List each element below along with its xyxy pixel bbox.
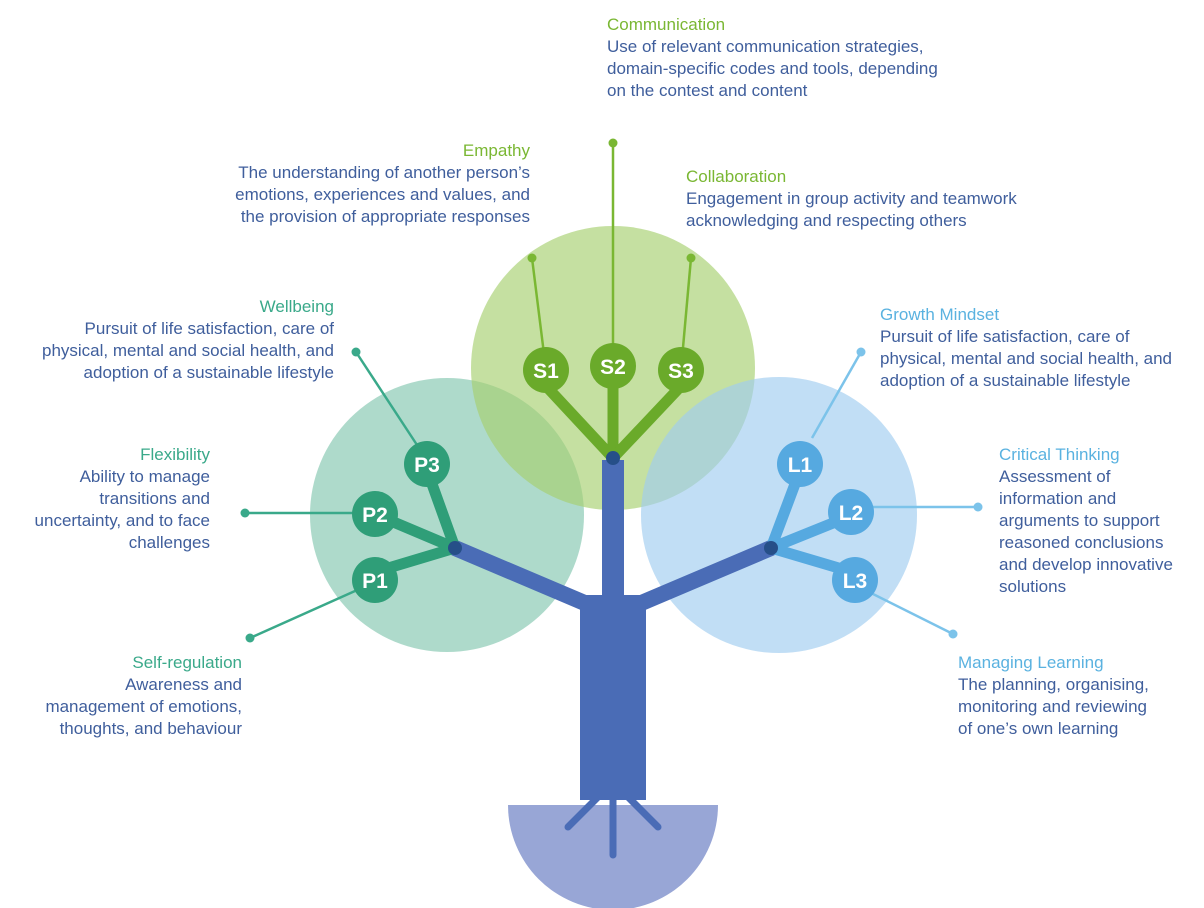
junction-learning [764, 541, 778, 555]
empathy-line: The understanding of another person’s [238, 163, 530, 182]
flexibility-title: Flexibility [140, 445, 210, 464]
managing-learning-line: monitoring and reviewing [958, 697, 1147, 716]
wellbeing-block: Wellbeing Pursuit of life satisfaction, … [4, 296, 334, 384]
critical-thinking-line: Assessment of [999, 467, 1111, 486]
critical-thinking-title: Critical Thinking [999, 445, 1120, 464]
critical-thinking-line: solutions [999, 577, 1067, 596]
node-l1: L1 [777, 441, 823, 487]
communication-line: on the contest and content [607, 81, 808, 100]
flexibility-line: transitions and [99, 489, 210, 508]
social-branches [540, 374, 687, 464]
critical-thinking-line: and develop innovative [999, 555, 1173, 574]
collaboration-block: Collaboration Engagement in group activi… [686, 166, 1106, 232]
connector-managing-learning [864, 588, 954, 636]
managing-learning-block: Managing Learning The planning, organisi… [958, 652, 1198, 740]
wellbeing-line: physical, mental and social health, and [41, 341, 334, 360]
self-regulation-line: management of emotions, [45, 697, 242, 716]
svg-text:P1: P1 [362, 570, 388, 593]
svg-text:P3: P3 [414, 454, 440, 477]
wellbeing-line: Pursuit of life satisfaction, care of [84, 319, 334, 338]
communication-line: domain-specific codes and tools, dependi… [607, 59, 938, 78]
wellbeing-title: Wellbeing [259, 297, 334, 316]
roots [564, 786, 662, 859]
node-p3: P3 [404, 441, 450, 487]
self-regulation-line: thoughts, and behaviour [59, 719, 242, 738]
node-l3: L3 [832, 557, 878, 603]
self-regulation-title: Self-regulation [132, 653, 242, 672]
empathy-line: the provision of appropriate responses [240, 207, 530, 226]
growth-mindset-block: Growth Mindset Pursuit of life satisfact… [880, 304, 1202, 392]
svg-text:S3: S3 [668, 360, 694, 383]
junction-personal [448, 541, 462, 555]
connector-growth-mindset [810, 351, 863, 439]
junction-social [606, 451, 620, 465]
empathy-title: Empathy [462, 141, 530, 160]
collaboration-line: Engagement in group activity and teamwor… [686, 189, 1017, 208]
svg-text:S1: S1 [533, 360, 559, 383]
personal-branches [379, 478, 461, 575]
learning-branches [765, 478, 848, 575]
self-regulation-line: Awareness and [125, 675, 242, 694]
connector-wellbeing [354, 351, 421, 449]
svg-text:L2: L2 [839, 502, 864, 525]
growth-mindset-line: physical, mental and social health, and [880, 349, 1173, 368]
communication-block: Communication Use of relevant communicat… [607, 14, 1027, 102]
empathy-block: Empathy The understanding of another per… [160, 140, 530, 228]
flexibility-line: challenges [128, 533, 210, 552]
critical-thinking-line: reasoned conclusions [999, 533, 1164, 552]
connector-self-regulation [249, 589, 356, 640]
communication-line: Use of relevant communication strategies… [607, 37, 924, 56]
growth-mindset-title: Growth Mindset [880, 305, 1000, 324]
node-p2: P2 [352, 491, 398, 537]
collaboration-title: Collaboration [686, 167, 787, 186]
critical-thinking-line: information and [999, 489, 1117, 508]
trunk [447, 460, 779, 800]
flexibility-block: Flexibility Ability to manage transition… [4, 444, 210, 554]
flexibility-line: uncertainty, and to face [34, 511, 210, 530]
managing-learning-line: The planning, organising, [958, 675, 1149, 694]
critical-thinking-line: arguments to support [999, 511, 1160, 530]
svg-text:P2: P2 [362, 504, 388, 527]
critical-thinking-block: Critical Thinking Assessment of informat… [999, 444, 1199, 598]
svg-text:S2: S2 [600, 356, 626, 379]
flexibility-line: Ability to manage [79, 467, 210, 486]
node-s1: S1 [523, 347, 569, 393]
communication-title: Communication [607, 15, 726, 34]
svg-text:L1: L1 [788, 454, 813, 477]
node-s3: S3 [658, 347, 704, 393]
managing-learning-title: Managing Learning [958, 653, 1104, 672]
self-regulation-block: Self-regulation Awareness and management… [20, 652, 242, 740]
collaboration-line: acknowledging and respecting others [686, 211, 967, 230]
node-l2: L2 [828, 489, 874, 535]
node-p1: P1 [352, 557, 398, 603]
growth-mindset-line: Pursuit of life satisfaction, care of [880, 327, 1130, 346]
managing-learning-line: of one’s own learning [958, 719, 1119, 738]
empathy-line: emotions, experiences and values, and [235, 185, 530, 204]
wellbeing-line: adoption of a sustainable lifestyle [83, 363, 334, 382]
growth-mindset-line: adoption of a sustainable lifestyle [880, 371, 1131, 390]
node-s2: S2 [590, 343, 636, 389]
svg-text:L3: L3 [843, 570, 868, 593]
